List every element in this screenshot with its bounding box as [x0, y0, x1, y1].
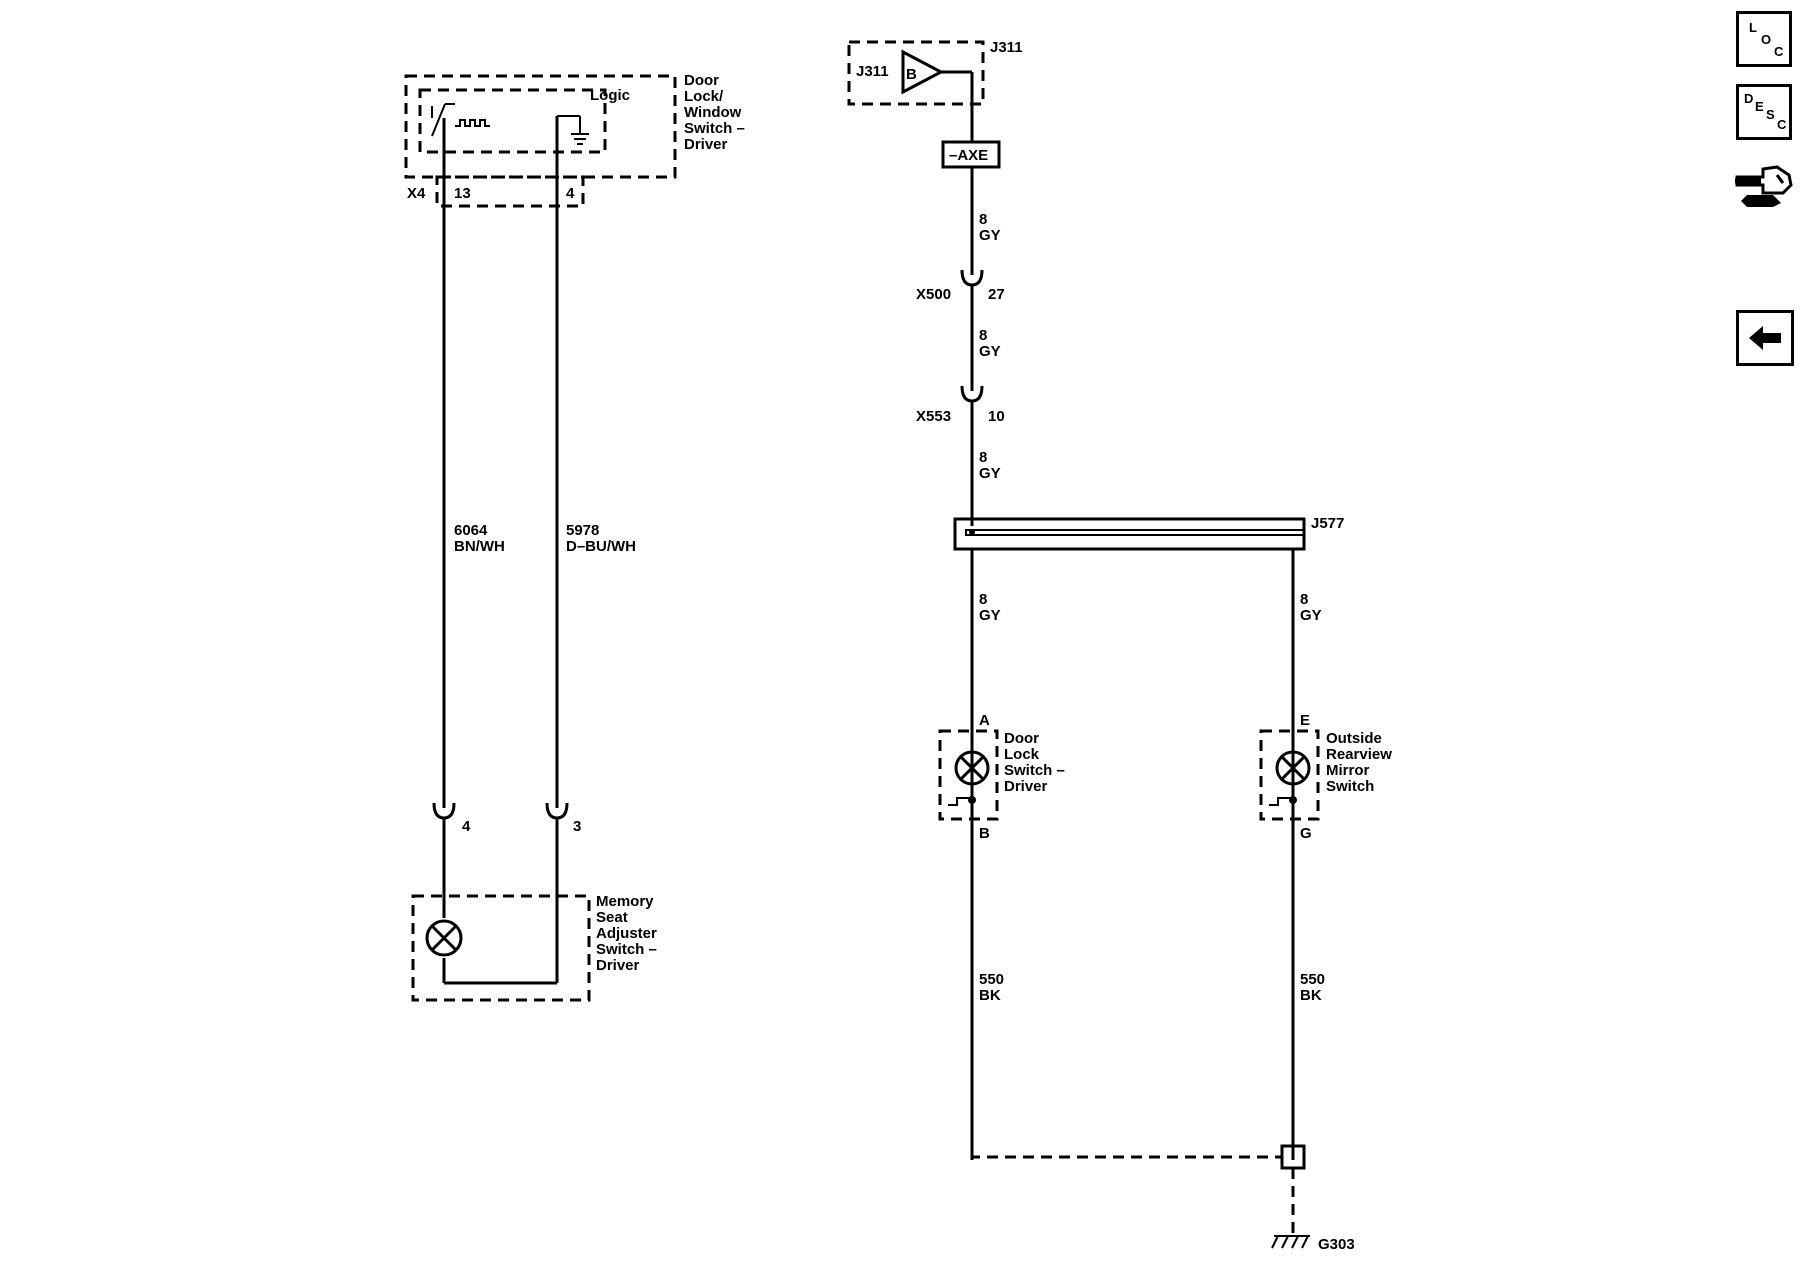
- door-switch-pin-b: B: [979, 825, 990, 842]
- plug-wrench-icon: [1735, 165, 1793, 207]
- outside-rearview-mirror-switch: E G Outside Rearview Mirror Switch: [1259, 712, 1396, 842]
- j311-left-label: J311: [856, 63, 889, 80]
- wire-8-gy-5: 8 GY: [1300, 591, 1322, 624]
- splice-j577: J577: [953, 515, 1344, 551]
- mirror-switch-pin-e: E: [1300, 712, 1310, 729]
- back-button[interactable]: [1736, 310, 1794, 366]
- power-source-j311: B J311 J311: [847, 39, 1023, 142]
- j577-label: J577: [1311, 515, 1344, 532]
- pin-13: 13: [454, 185, 471, 202]
- pin-4-bottom: 4: [462, 818, 471, 835]
- description-button[interactable]: D E S C: [1736, 84, 1792, 140]
- location-button[interactable]: L O C: [1736, 11, 1792, 67]
- door-lock-window-switch-label: Door Lock/ Window Switch – Driver: [684, 72, 749, 153]
- mirror-switch-label: Outside Rearview Mirror Switch: [1326, 730, 1396, 795]
- wire-8-gy-1: 8 GY: [979, 211, 1001, 244]
- wire-8-gy-4: 8 GY: [979, 591, 1001, 624]
- left-wires: 6064 BN/WH 5978 D–BU/WH 4 3: [432, 116, 636, 985]
- pin-3-bottom: 3: [573, 818, 581, 835]
- wire-550-bk-left: 550 BK: [979, 971, 1008, 1004]
- connector-x553: X553: [916, 408, 951, 425]
- fuse-axe: –AXE: [941, 140, 1001, 169]
- wire-5978-label: 5978 D–BU/WH: [566, 522, 636, 555]
- memory-seat-adjuster-switch-driver: Memory Seat Adjuster Switch – Driver: [411, 893, 661, 1002]
- memory-seat-adjuster-label: Memory Seat Adjuster Switch – Driver: [596, 893, 661, 974]
- pin-4: 4: [566, 185, 575, 202]
- ground-g303-label: G303: [1318, 1236, 1355, 1253]
- x553-pin: 10: [988, 408, 1005, 425]
- connector-x500: X500: [916, 286, 951, 303]
- fuse-label: –AXE: [949, 147, 988, 164]
- wire-8-gy-3: 8 GY: [979, 449, 1001, 482]
- door-lock-switch-driver: A B Door Lock Switch – Driver: [938, 712, 1069, 842]
- logic-label: Logic: [590, 87, 630, 104]
- j311-right-label: J311: [990, 39, 1023, 56]
- right-main-wire: 8 GY X500 27 8 GY X553 10 8 GY: [916, 167, 1005, 526]
- x500-pin: 27: [988, 286, 1005, 303]
- right-branch-wires: 8 GY 8 GY: [970, 549, 1322, 1160]
- door-lock-window-switch-driver: Logic Door Lock/ Window Switch – Driver …: [404, 72, 749, 208]
- wire-550-bk-right: 550 BK: [1300, 971, 1329, 1004]
- door-switch-pin-a: A: [979, 712, 990, 729]
- connector-diagnostic-button[interactable]: [1733, 155, 1795, 217]
- mirror-switch-pin-g: G: [1300, 825, 1312, 842]
- connector-x4: X4: [407, 185, 426, 202]
- wire-6064-label: 6064 BN/WH: [454, 522, 505, 555]
- arrow-left-icon: [1749, 326, 1781, 350]
- wire-8-gy-2: 8 GY: [979, 327, 1001, 360]
- source-letter: B: [906, 66, 917, 83]
- door-lock-switch-label: Door Lock Switch – Driver: [1004, 730, 1069, 795]
- ground-circuit: 550 BK 550 BK G303: [970, 971, 1355, 1253]
